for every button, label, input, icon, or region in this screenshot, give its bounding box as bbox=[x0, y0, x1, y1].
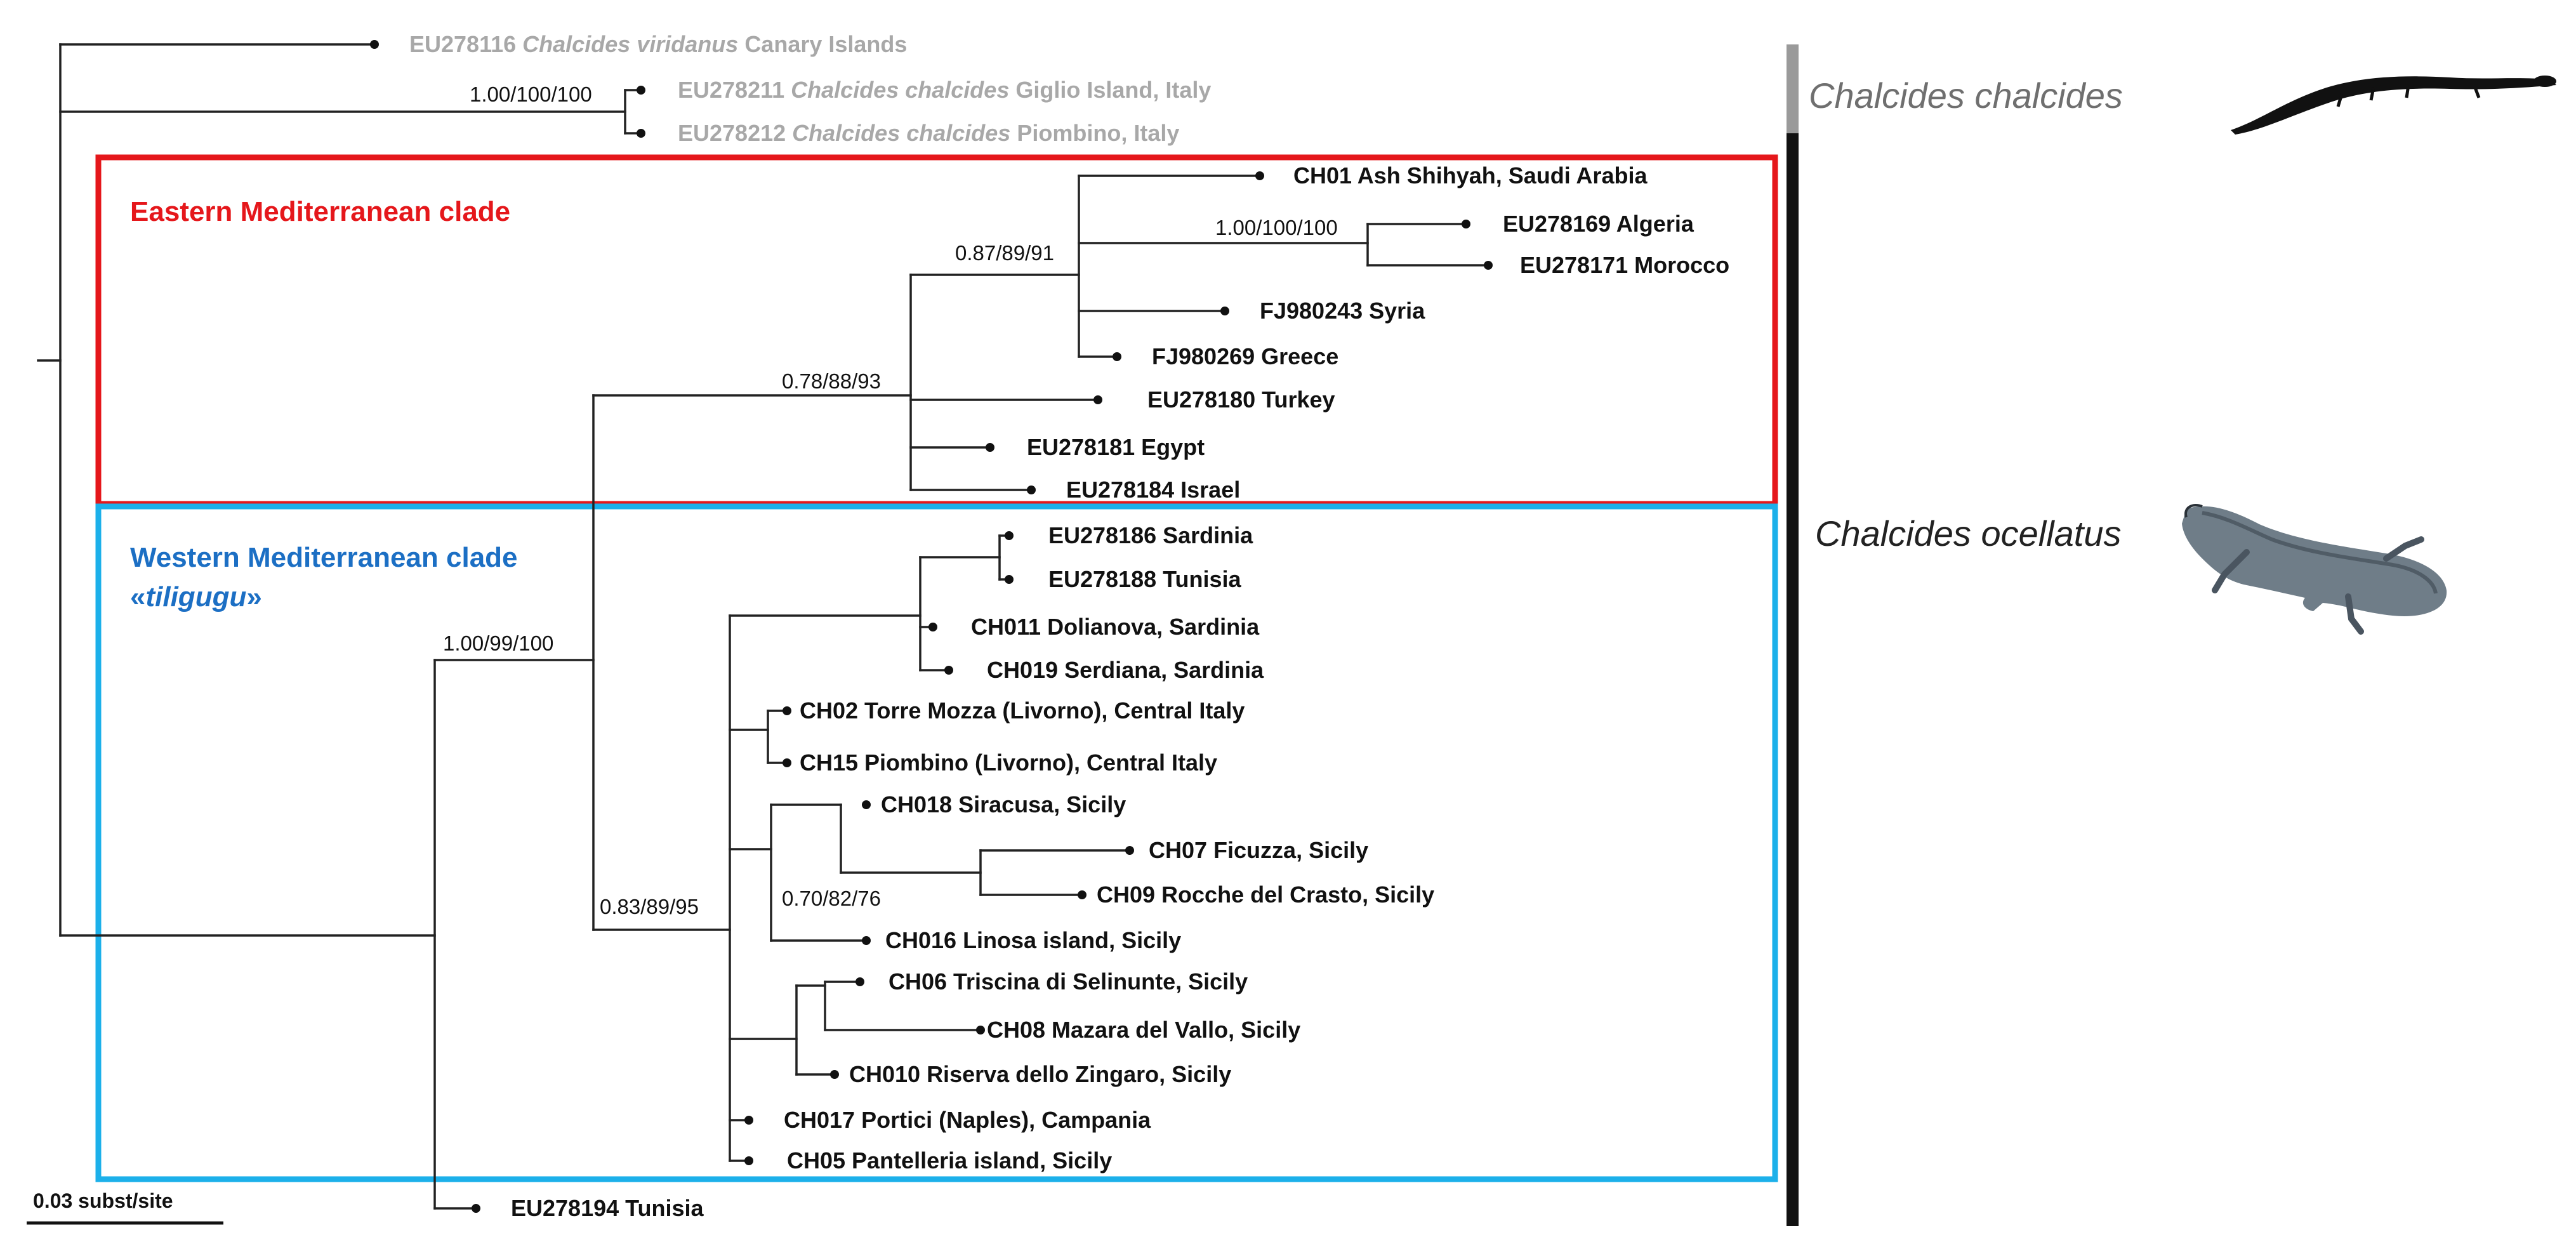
chalcides-ocellatus-illustration bbox=[2182, 504, 2447, 635]
tip-label: CH010 Riserva dello Zingaro, Sicily bbox=[849, 1061, 1231, 1087]
tip-label: CH07 Ficuzza, Sicily bbox=[1149, 837, 1368, 863]
chalcides-chalcides-illustration bbox=[2231, 76, 2556, 135]
tip-label: CH01 Ash Shihyah, Saudi Arabia bbox=[1293, 162, 1648, 188]
tip-label: CH018 Siracusa, Sicily bbox=[881, 791, 1126, 817]
tip-label: FJ980243 Syria bbox=[1260, 298, 1425, 324]
tip-label: EU278188 Tunisia bbox=[1048, 566, 1241, 592]
scale-bar-label: 0.03 subst/site bbox=[33, 1189, 173, 1212]
tip-label: CH011 Dolianova, Sardinia bbox=[971, 614, 1260, 640]
species-label-chalcides: Chalcides chalcides bbox=[1809, 76, 2123, 116]
tip-label: CH09 Rocche del Crasto, Sicily bbox=[1097, 882, 1434, 908]
tree-branches bbox=[37, 43, 1489, 1210]
node-support: 0.78/88/93 bbox=[782, 369, 881, 393]
node-support: 0.70/82/76 bbox=[782, 887, 881, 910]
western-clade-sublabel: «tiligugu» bbox=[130, 581, 262, 612]
chalcides-species-bar bbox=[1787, 44, 1799, 133]
node-support: 1.00/100/100 bbox=[470, 83, 592, 106]
tip-label: EU278181 Egypt bbox=[1027, 434, 1205, 460]
tip-dots bbox=[370, 40, 1493, 1213]
tip-label: EU278194 Tunisia bbox=[511, 1195, 704, 1221]
western-clade-box bbox=[95, 503, 1778, 1182]
tip-label: CH017 Portici (Naples), Campania bbox=[784, 1107, 1151, 1133]
tip-label: EU278171 Morocco bbox=[1520, 252, 1729, 278]
node-support: 1.00/99/100 bbox=[443, 631, 553, 655]
tip-label: EU278169 Algeria bbox=[1503, 211, 1694, 237]
tip-label: CH019 Serdiana, Sardinia bbox=[987, 657, 1264, 683]
ocellatus-species-bar bbox=[1787, 133, 1799, 1226]
tip-label: CH06 Triscina di Selinunte, Sicily bbox=[888, 968, 1248, 995]
tip-label: CH15 Piombino (Livorno), Central Italy bbox=[800, 750, 1217, 776]
tip-label: FJ980269 Greece bbox=[1152, 343, 1338, 369]
tip-label: CH02 Torre Mozza (Livorno), Central Ital… bbox=[800, 697, 1245, 724]
tip-label-outgroup-3: EU278212 Chalcides chalcides Piombino, I… bbox=[678, 120, 1179, 146]
tip-label: CH05 Pantelleria island, Sicily bbox=[787, 1147, 1112, 1173]
tip-label: EU278184 Israel bbox=[1066, 477, 1240, 503]
tip-label: CH016 Linosa island, Sicily bbox=[885, 927, 1181, 953]
tip-label: EU278180 Turkey bbox=[1147, 387, 1335, 413]
node-support: 0.83/89/95 bbox=[600, 895, 699, 918]
eastern-clade-label: Eastern Mediterranean clade bbox=[130, 196, 510, 227]
tip-label: CH08 Mazara del Vallo, Sicily bbox=[987, 1017, 1300, 1043]
western-clade-label: Western Mediterranean clade bbox=[130, 542, 518, 573]
tip-label-outgroup-1: EU278116 Chalcides viridanus Canary Isla… bbox=[409, 31, 907, 57]
species-label-ocellatus: Chalcides ocellatus bbox=[1815, 513, 2121, 553]
node-support: 0.87/89/91 bbox=[955, 241, 1054, 265]
node-support: 1.00/100/100 bbox=[1215, 216, 1338, 239]
tip-label: EU278186 Sardinia bbox=[1048, 522, 1253, 548]
tip-label-outgroup-2: EU278211 Chalcides chalcides Giglio Isla… bbox=[678, 77, 1211, 103]
